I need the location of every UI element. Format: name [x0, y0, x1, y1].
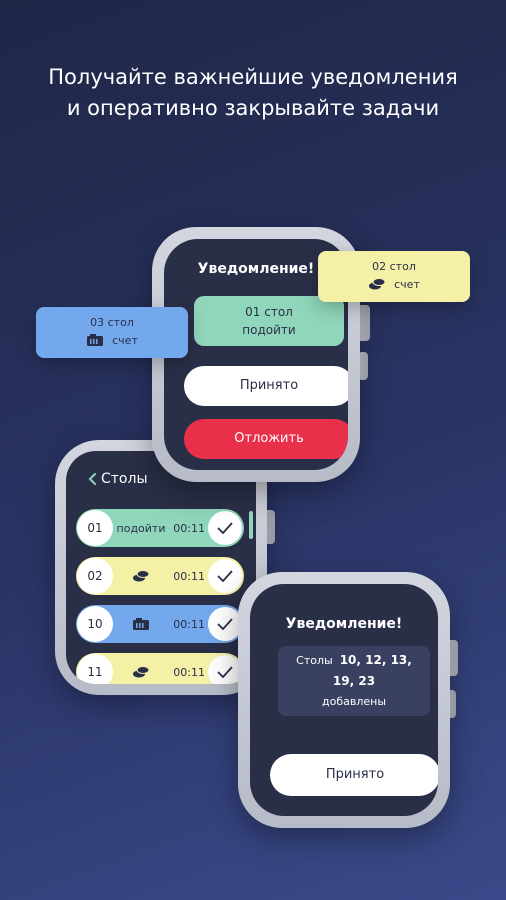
table-row[interactable]: 02 00:11: [76, 557, 244, 595]
tables-suffix: добавлены: [321, 695, 387, 708]
card-terminal-icon: [113, 617, 169, 631]
watch-notification: Уведомление! 01 стол подойти Принято Отл…: [152, 227, 370, 482]
check-button[interactable]: [208, 655, 242, 684]
chevron-left-icon: [88, 473, 96, 485]
check-icon: [217, 666, 233, 678]
table-number: 01: [77, 510, 113, 546]
row-action: подойти: [116, 521, 166, 535]
notification-card: 01 стол подойти: [194, 296, 344, 346]
table-row[interactable]: 11 00:11: [76, 653, 244, 684]
bubble-title: 03 стол: [90, 316, 134, 329]
table-number: 02: [77, 558, 113, 594]
watch-tables-added: Уведомление! Столы 10, 12, 13, 19, 23 до…: [238, 572, 458, 828]
scroll-indicator: [249, 511, 253, 539]
watch-screen: Уведомление! Столы 10, 12, 13, 19, 23 до…: [250, 584, 438, 816]
table-number: 11: [77, 654, 113, 684]
table-number: 10: [77, 606, 113, 642]
watch-side-button[interactable]: [446, 690, 456, 718]
card-terminal-icon: [87, 334, 104, 346]
card-table: 01 стол: [245, 305, 293, 319]
watch-side-button[interactable]: [358, 352, 368, 380]
row-timer: 00:11: [173, 521, 205, 535]
notification-bubble-blue: 03 стол счет: [36, 307, 188, 358]
back-button[interactable]: Столы: [88, 471, 148, 487]
notification-title: Уведомление!: [197, 261, 315, 277]
check-button[interactable]: [208, 559, 242, 593]
coins-icon: [113, 665, 169, 679]
accept-button[interactable]: Принято: [184, 366, 348, 406]
bubble-label: счет: [394, 277, 420, 291]
postpone-button[interactable]: Отложить: [184, 419, 348, 459]
check-icon: [217, 618, 233, 630]
headline: Получайте важнейшие уведомления и операт…: [0, 62, 506, 124]
row-timer: 00:11: [173, 665, 205, 679]
headline-line-1: Получайте важнейшие уведомления: [48, 65, 458, 89]
notification-title: Уведомление!: [285, 616, 403, 632]
row-timer: 00:11: [173, 617, 205, 631]
tables-list-2: 19, 23: [332, 674, 376, 688]
bubble-title: 02 стол: [372, 260, 416, 273]
check-icon: [217, 570, 233, 582]
table-row[interactable]: 10 00:11: [76, 605, 244, 643]
coins-icon: [369, 278, 386, 290]
watch-screen: Уведомление! 01 стол подойти Принято Отл…: [164, 239, 348, 470]
tables-prefix: Столы: [296, 654, 333, 667]
headline-line-2: и оперативно закрывайте задачи: [66, 96, 440, 120]
card-action: подойти: [242, 323, 296, 337]
check-button[interactable]: [208, 511, 242, 545]
row-timer: 00:11: [173, 569, 205, 583]
watch-screen: Столы 01 подойти 00:11 02 00:11 10: [66, 451, 256, 684]
table-row[interactable]: 01 подойти 00:11: [76, 509, 244, 547]
check-icon: [217, 522, 233, 534]
tables-added-card: Столы 10, 12, 13, 19, 23 добавлены: [278, 646, 430, 716]
coins-icon: [113, 569, 169, 583]
check-button[interactable]: [208, 607, 242, 641]
tables-title: Столы: [101, 471, 148, 487]
accept-button[interactable]: Принято: [270, 754, 438, 796]
tables-list-1: 10, 12, 13,: [339, 653, 412, 667]
notification-bubble-yellow: 02 стол счет: [318, 251, 470, 302]
bubble-label: счет: [112, 333, 138, 347]
watch-tables: Столы 01 подойти 00:11 02 00:11 10: [55, 440, 275, 695]
